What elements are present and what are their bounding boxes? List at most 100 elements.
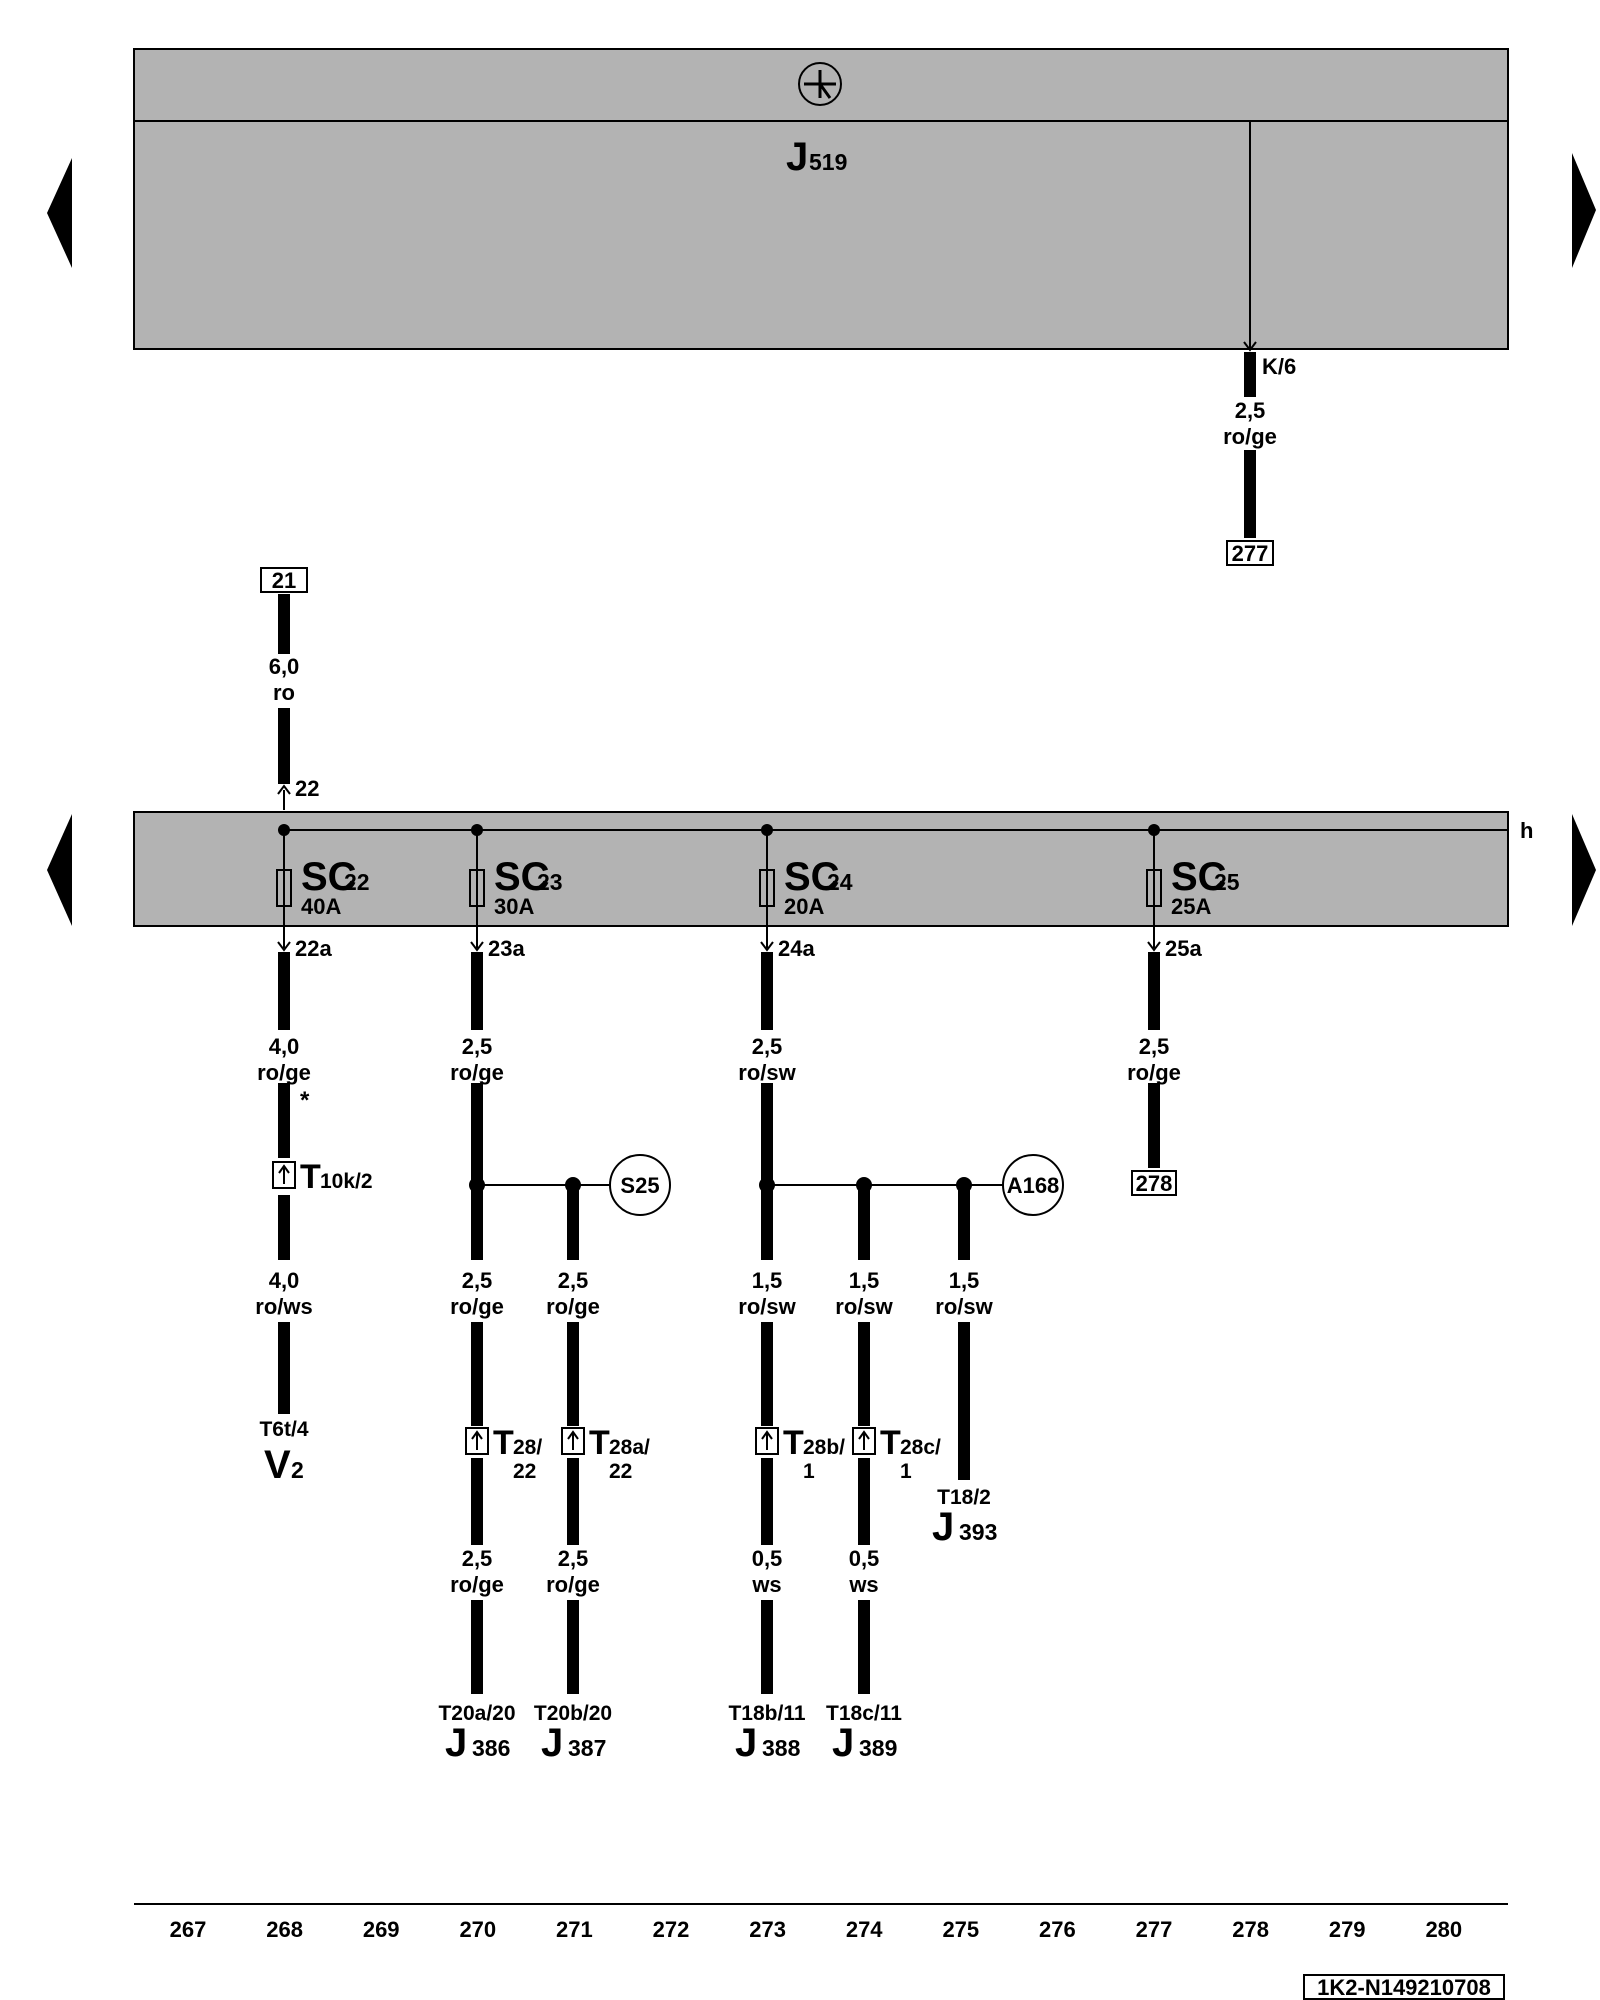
component-sub: 388 (762, 1735, 801, 1761)
connector-label: T (783, 1424, 804, 1462)
connector-sub: 28b/ (803, 1436, 845, 1459)
bus-label: h (1520, 818, 1533, 843)
wire-color: ro (273, 680, 295, 705)
grid-number: 277 (1136, 1917, 1173, 1942)
splice-s25[interactable]: S25 (609, 1154, 671, 1216)
pin-label: T18b/11 (728, 1702, 805, 1725)
grid-number: 270 (459, 1917, 496, 1942)
page-reference-21[interactable] (260, 567, 308, 593)
sc25-branch: 278 (1131, 1083, 1177, 1196)
next-page-arrow-top[interactable] (1572, 153, 1596, 268)
wire-color: ro/sw (835, 1294, 893, 1319)
wire-size: 2,5 (752, 1034, 783, 1059)
connector-sub: 1 (803, 1460, 815, 1483)
pin-label: T20b/20 (534, 1702, 612, 1725)
wire-size: 2,5 (462, 1268, 493, 1293)
wire-color: ro/ge (546, 1572, 600, 1597)
component-label: J (832, 1721, 854, 1765)
grid-number: 276 (1039, 1917, 1076, 1942)
connector-sub: 10k/2 (320, 1170, 373, 1193)
pin-label: 22a (295, 936, 332, 961)
connector-sub: 22 (513, 1460, 536, 1483)
component-sub: 387 (568, 1735, 606, 1761)
pin-label: T18/2 (937, 1486, 991, 1509)
grid-number: 271 (556, 1917, 593, 1942)
wire-color: ro/ge (257, 1060, 311, 1085)
connector-sub: 28c/ (900, 1436, 941, 1459)
fuse-sub: 22 (344, 869, 370, 895)
fuse-sub: 24 (827, 869, 853, 895)
prev-page-arrow-bottom[interactable] (47, 814, 72, 926)
grid-number: 278 (1232, 1917, 1269, 1942)
fuse-label: SC (301, 855, 357, 899)
wire-size: 4,0 (269, 1034, 300, 1059)
splice-label: A168 (1007, 1173, 1060, 1198)
component-sub: 393 (959, 1519, 997, 1545)
pin-label: T18c/11 (826, 1702, 902, 1725)
grid-number: 272 (653, 1917, 690, 1942)
fuse-rating: 25A (1171, 894, 1211, 919)
svg-text:278: 278 (1136, 1171, 1173, 1196)
connector-icon (561, 1427, 585, 1455)
fuse-rating: 40A (301, 894, 341, 919)
connector-sub: 1 (900, 1460, 912, 1483)
pin-label: 23a (488, 936, 525, 961)
wire-size: 1,5 (949, 1268, 980, 1293)
grid-number: 268 (266, 1917, 303, 1942)
grid-number: 275 (942, 1917, 979, 1942)
pin-label: 25a (1165, 936, 1202, 961)
wire-color: ro/ge (1223, 424, 1277, 449)
fuse-sub: 25 (1214, 869, 1240, 895)
control-unit-j519: J 519 (133, 48, 1509, 350)
component-label: J (541, 1721, 563, 1765)
wire-size: 6,0 (269, 654, 300, 679)
pin-label: T6t/4 (259, 1418, 308, 1441)
wire-size: 2,5 (462, 1546, 493, 1571)
wire-size: 0,5 (849, 1546, 880, 1571)
next-page-arrow-bottom[interactable] (1572, 814, 1596, 926)
grid-number: 280 (1425, 1917, 1462, 1942)
component-label: J (735, 1721, 757, 1765)
wire-size: 1,5 (752, 1268, 783, 1293)
splice-a168[interactable]: A168 (1002, 1154, 1064, 1216)
control-unit-sub: 519 (809, 149, 847, 175)
wire-size: 2,5 (1235, 398, 1266, 423)
document-id: 1K2-N149210708 (1317, 1975, 1491, 2000)
prev-page-arrow-top[interactable] (47, 158, 72, 268)
component-sub: 386 (472, 1735, 510, 1761)
feed-wire: 21 6,0 ro 22 (260, 567, 319, 810)
wire-k6: K/6 2,5 ro/ge 277 (1223, 341, 1296, 566)
fuse-box: h (133, 811, 1533, 927)
fuse-sub: 23 (537, 869, 563, 895)
component-label: J (445, 1721, 467, 1765)
wire-color: ro/sw (738, 1060, 796, 1085)
grid-number: 279 (1329, 1917, 1366, 1942)
wire-color: ro/ge (450, 1294, 504, 1319)
grid-number: 267 (170, 1917, 207, 1942)
sc22-branch: * T 10k/2 4,0 ro/ws T6t/4 V 2 (255, 1083, 373, 1487)
wire-color: ro/sw (935, 1294, 993, 1319)
wire-size: 4,0 (269, 1268, 300, 1293)
grid-number: 274 (846, 1917, 883, 1942)
ground-symbol-icon (798, 62, 842, 106)
control-unit-label: J (786, 135, 808, 179)
page-reference-277[interactable] (1226, 540, 1274, 566)
page-reference-278[interactable] (1131, 1170, 1177, 1196)
wire-size: 2,5 (558, 1546, 589, 1571)
wire-color: ro/ge (450, 1572, 504, 1597)
wire-color: ws (848, 1572, 878, 1597)
wire-color: ws (751, 1572, 781, 1597)
connector-label: T (300, 1158, 321, 1196)
wire-size: 0,5 (752, 1546, 783, 1571)
